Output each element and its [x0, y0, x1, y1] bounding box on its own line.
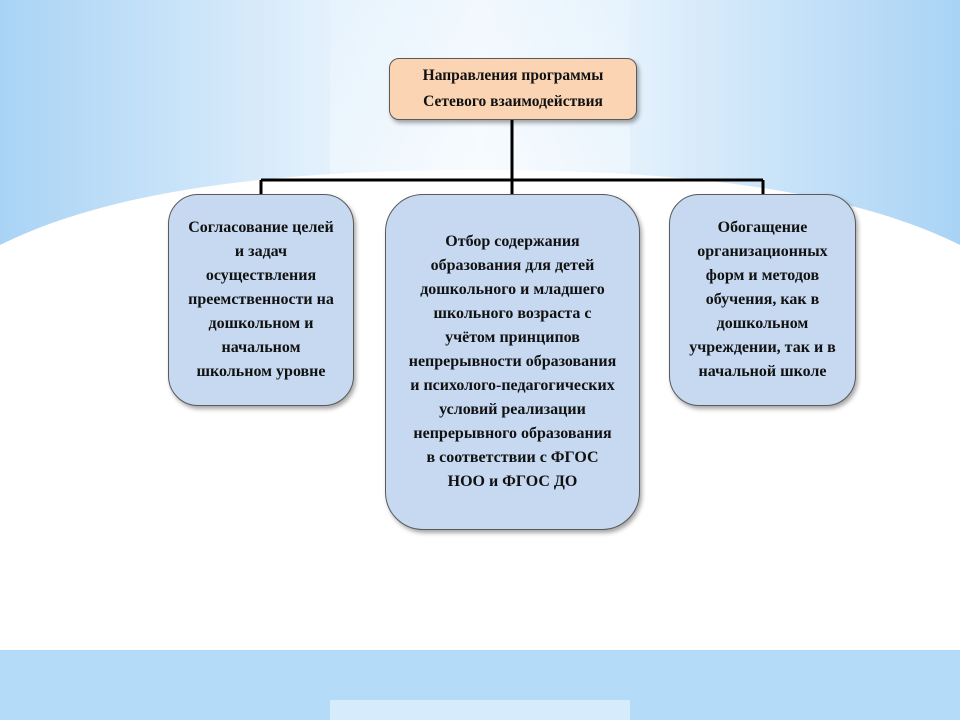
child-node-goals: Согласование целей и задач осуществления… [168, 194, 354, 406]
child-node-content: Отбор содержания образования для детей д… [385, 194, 640, 530]
root-node: Направления программы Сетевого взаимодей… [389, 58, 637, 120]
child-node-content-label: Отбор содержания образования для детей д… [408, 233, 617, 490]
child-node-forms: Обогащение организационных форм и методо… [669, 194, 856, 406]
child-node-forms-label: Обогащение организационных форм и методо… [689, 219, 836, 380]
root-node-label: Направления программы Сетевого взаимодей… [422, 67, 604, 110]
child-node-goals-label: Согласование целей и задач осуществления… [188, 219, 334, 380]
